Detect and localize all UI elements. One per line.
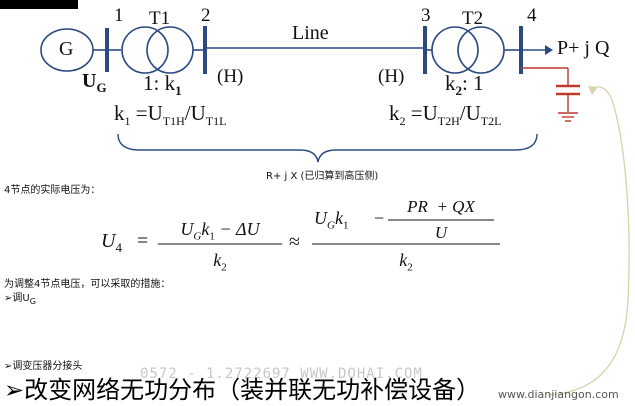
k1-formula: k1 =UT1H/UT1L xyxy=(114,101,226,129)
f1-k-sub: 1 xyxy=(209,230,215,243)
t1-ratio: 1: k1 xyxy=(143,71,182,99)
k2-eq: =U xyxy=(405,101,438,125)
t1-winding-right xyxy=(146,26,194,74)
fraction-2-inner-numerator: PR + QX xyxy=(407,197,475,216)
ug-label-main: U xyxy=(82,70,97,92)
t1-winding-left xyxy=(121,26,169,74)
f1-k: k xyxy=(201,219,210,239)
k2-den-sub: T2L xyxy=(480,114,502,129)
bus-label-1: 1 xyxy=(114,5,124,26)
bullet-ug-text: 调U xyxy=(12,293,30,304)
bullet-arrow-icon: ➢ xyxy=(4,361,13,372)
high-side-left: (H) xyxy=(217,66,244,87)
watermark-middle: 0572 - 1.2722697 WWW.DOHAI.COM xyxy=(140,366,423,382)
bullet-main-text: 改变网络无功分布（装并联无功补偿设备） xyxy=(24,376,481,404)
brace-label: R+ j X (已归算到高压侧) xyxy=(266,171,379,182)
formula-approx: ≈ xyxy=(289,231,300,253)
bus-label-4: 4 xyxy=(527,5,537,26)
f2-den-sub: 2 xyxy=(407,261,413,274)
f2-u-sub: G xyxy=(327,219,335,232)
k1-slash: /U xyxy=(184,101,206,125)
f1-den-sub: 2 xyxy=(221,261,227,274)
k2-slash: /U xyxy=(459,101,481,125)
fraction-2-minus: − xyxy=(374,208,385,228)
f2-k-sub: 1 xyxy=(342,219,349,232)
formula-lhs-u: U xyxy=(101,230,116,252)
k2-k: k xyxy=(389,101,400,125)
load-label: P+ j Q xyxy=(557,37,610,59)
highlight-curve xyxy=(547,86,630,396)
f2-u: U xyxy=(314,208,327,228)
f2-k: k xyxy=(334,208,343,228)
f2-den-k: k xyxy=(399,250,408,270)
t2-winding-right xyxy=(457,26,505,74)
k2-num-sub: T2H xyxy=(437,114,460,129)
bullet-adjust-ug: ➢调UG xyxy=(4,289,36,306)
k1-eq: =U xyxy=(130,101,163,125)
bullet-arrow-icon: ➢ xyxy=(4,293,13,304)
f1-u: U xyxy=(180,219,194,239)
formula-eq: = xyxy=(137,230,149,252)
k1-k-sub: 1 xyxy=(124,114,131,129)
f1-den-k: k xyxy=(213,250,222,270)
bullet-tap-changer: ➢调变压器分接头 xyxy=(4,357,82,372)
top-bar xyxy=(0,0,78,9)
fraction-2-numerator-head: UGk1 xyxy=(314,208,392,232)
line-label: Line xyxy=(292,22,329,44)
k2-k-sub: 2 xyxy=(399,114,406,129)
bullet-tap-text: 调变压器分接头 xyxy=(12,361,83,372)
transformer1-label: T1 xyxy=(149,8,171,29)
bus-label-2: 2 xyxy=(201,5,211,26)
t1-ratio-sub: 1 xyxy=(175,83,182,99)
ug-label: UG xyxy=(82,70,107,96)
fraction-1-numerator: UGk1 − ΔU xyxy=(158,219,282,243)
fraction-1-denominator: k2 xyxy=(158,250,282,274)
t2-ratio-tail: : 1 xyxy=(462,71,484,95)
high-side-right: (H) xyxy=(378,66,405,87)
bus-label-3: 3 xyxy=(421,5,431,26)
curve-arrow-icon xyxy=(588,86,598,95)
formula-lhs-sub: 4 xyxy=(115,240,122,255)
bullet-arrow-icon: ➢ xyxy=(4,376,25,404)
t2-ratio: k2: 1 xyxy=(445,71,484,99)
measures-heading: 为调整4节点电压，可以采取的措施： xyxy=(4,279,171,290)
bullet-ug-sub: G xyxy=(29,297,36,306)
bullet-reactive-compensation: ➢改变网络无功分布（装并联无功补偿设备） xyxy=(4,370,480,405)
k1-num-sub: T1H xyxy=(162,114,185,129)
voltage-heading: 4节点的实际电压为： xyxy=(4,185,101,196)
t1-ratio-main: 1: k xyxy=(143,71,176,95)
t2-ratio-k: k xyxy=(445,71,456,95)
impedance-brace xyxy=(117,133,538,163)
fraction-2-inner-denominator: U xyxy=(434,223,448,242)
f1-u-sub: G xyxy=(193,230,202,243)
t2-ratio-sub: 2 xyxy=(455,83,463,99)
k2-formula: k2 =UT2H/UT2L xyxy=(389,101,501,129)
formula-lhs: U4 xyxy=(101,230,122,256)
transformer2-label: T2 xyxy=(462,8,484,29)
k1-k: k xyxy=(114,101,125,125)
load-arrow-icon xyxy=(545,45,553,55)
f1-tail: − ΔU xyxy=(214,219,260,239)
ug-label-sub: G xyxy=(96,80,107,95)
watermark-corner: www.dianjiangon.com xyxy=(498,388,619,401)
k1-den-sub: T1L xyxy=(205,114,227,129)
generator-label: G xyxy=(59,38,74,60)
t2-winding-left xyxy=(431,26,479,74)
fraction-2-denominator: k2 xyxy=(312,250,500,274)
